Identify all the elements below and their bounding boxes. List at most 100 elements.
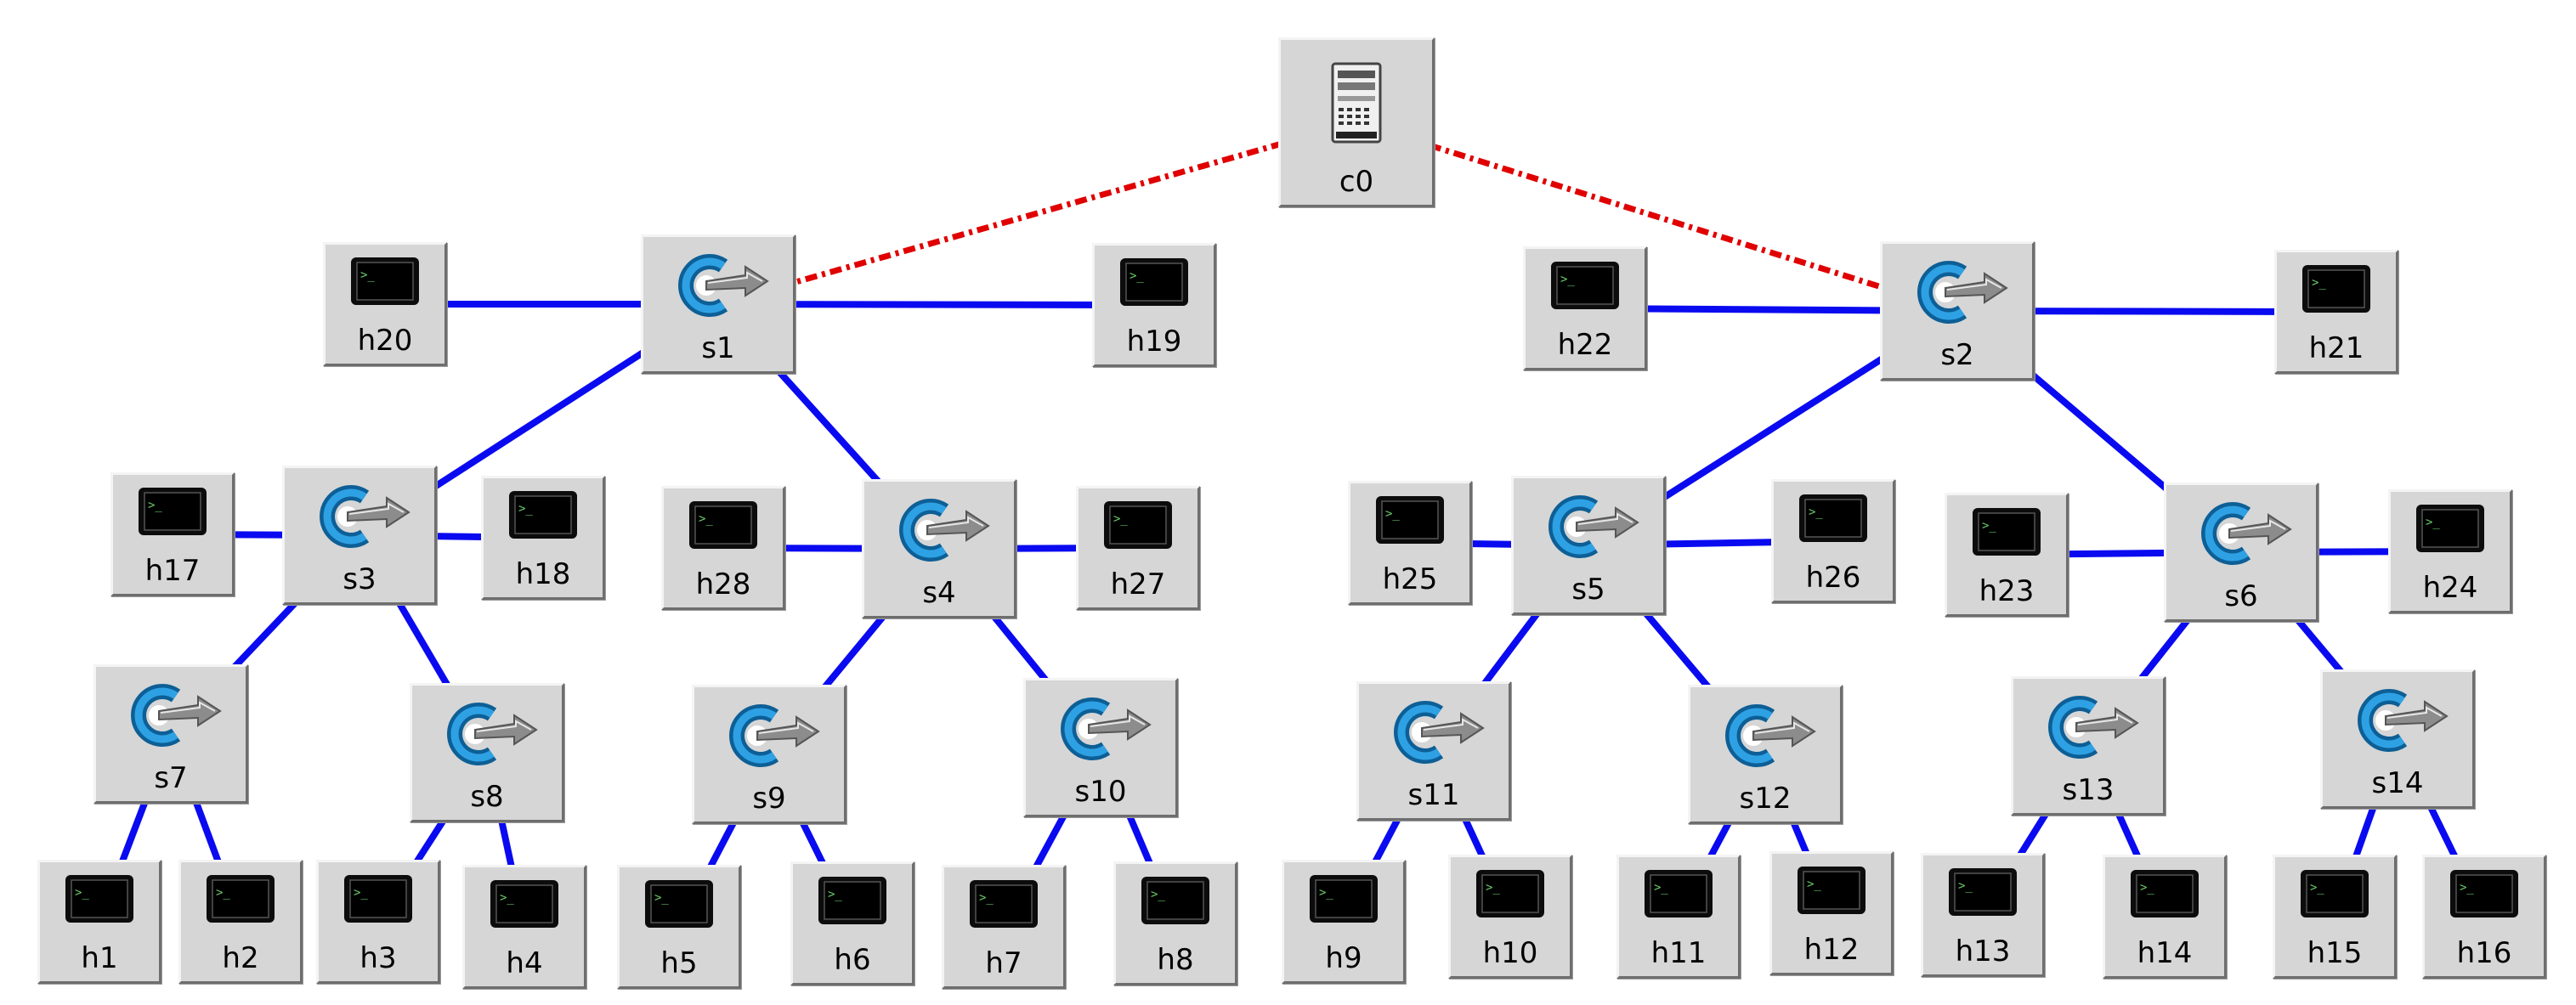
- node-label: h9: [1325, 941, 1362, 975]
- host-h15[interactable]: h15: [2273, 855, 2397, 979]
- host-h4[interactable]: h4: [462, 865, 586, 989]
- node-label: h27: [1110, 567, 1166, 601]
- openflow-switch-icon: [2347, 684, 2449, 757]
- node-label: h24: [2422, 571, 2478, 605]
- switch-s5[interactable]: s5: [1511, 476, 1666, 615]
- host-h3[interactable]: h3: [316, 860, 440, 984]
- node-label: s7: [154, 761, 188, 795]
- node-label: h28: [695, 567, 751, 601]
- node-label: h12: [1803, 933, 1860, 967]
- node-label: h18: [515, 557, 571, 591]
- switch-s12[interactable]: s12: [1688, 685, 1843, 824]
- switch-s13[interactable]: s13: [2011, 676, 2166, 816]
- terminal-icon: [1550, 261, 1620, 310]
- host-h11[interactable]: h11: [1616, 855, 1741, 979]
- server-icon: [1331, 62, 1382, 144]
- host-h8[interactable]: h8: [1113, 861, 1237, 985]
- switch-s1[interactable]: s1: [641, 234, 795, 374]
- host-h5[interactable]: h5: [617, 865, 741, 989]
- host-h17[interactable]: h17: [110, 472, 235, 596]
- host-h28[interactable]: h28: [661, 486, 785, 610]
- host-h22[interactable]: h22: [1523, 246, 1647, 370]
- terminal-icon: [818, 876, 887, 925]
- node-label: h20: [357, 324, 413, 358]
- terminal-icon: [688, 500, 758, 550]
- switch-s9[interactable]: s9: [692, 685, 846, 824]
- terminal-icon: [1798, 494, 1868, 543]
- terminal-icon: [2130, 869, 2200, 918]
- host-h18[interactable]: h18: [481, 476, 605, 600]
- openflow-switch-icon: [667, 249, 769, 322]
- openflow-switch-icon: [2190, 497, 2292, 570]
- host-h20[interactable]: h20: [323, 242, 447, 366]
- node-label: h21: [2308, 331, 2364, 365]
- node-label: c0: [1339, 165, 1374, 199]
- switch-s14[interactable]: s14: [2320, 669, 2475, 809]
- node-label: s8: [470, 780, 504, 814]
- node-label: h10: [1482, 936, 1538, 970]
- terminal-icon: [350, 257, 420, 306]
- switch-s10[interactable]: s10: [1023, 678, 1178, 817]
- host-h12[interactable]: h12: [1769, 851, 1894, 975]
- host-h24[interactable]: h24: [2388, 489, 2512, 613]
- controller-c0[interactable]: c0: [1278, 37, 1435, 207]
- switch-s4[interactable]: s4: [862, 479, 1016, 618]
- node-label: h14: [2137, 936, 2193, 970]
- node-label: h2: [222, 941, 259, 975]
- node-label: s1: [701, 331, 735, 365]
- terminal-icon: [1119, 257, 1189, 307]
- host-h19[interactable]: h19: [1092, 243, 1216, 367]
- node-label: s9: [752, 782, 786, 816]
- node-label: h3: [360, 941, 397, 975]
- host-h10[interactable]: h10: [1448, 855, 1572, 979]
- terminal-icon: [2301, 264, 2371, 313]
- host-h9[interactable]: h9: [1282, 860, 1406, 984]
- switch-s6[interactable]: s6: [2164, 483, 2318, 622]
- switch-s7[interactable]: s7: [93, 664, 248, 804]
- terminal-icon: [206, 874, 275, 923]
- host-h25[interactable]: h25: [1348, 481, 1472, 605]
- node-label: s14: [2371, 766, 2424, 800]
- host-h6[interactable]: h6: [790, 861, 914, 985]
- switch-s8[interactable]: s8: [410, 683, 564, 822]
- host-h13[interactable]: h13: [1921, 853, 2045, 977]
- node-label: h26: [1805, 561, 1861, 595]
- terminal-icon: [1475, 869, 1545, 918]
- switch-s11[interactable]: s11: [1356, 681, 1511, 821]
- node-label: s6: [2224, 579, 2258, 613]
- host-h2[interactable]: h2: [178, 860, 303, 984]
- terminal-icon: [1103, 500, 1173, 550]
- terminal-icon: [1644, 869, 1713, 918]
- terminal-icon: [1141, 876, 1210, 925]
- host-h7[interactable]: h7: [942, 865, 1066, 989]
- host-h23[interactable]: h23: [1945, 493, 2069, 617]
- host-h14[interactable]: h14: [2103, 855, 2227, 979]
- host-h21[interactable]: h21: [2274, 250, 2398, 374]
- openflow-switch-icon: [2037, 691, 2139, 764]
- openflow-switch-icon: [1714, 699, 1816, 772]
- terminal-icon: [343, 874, 413, 923]
- node-label: h8: [1157, 943, 1194, 977]
- node-label: h13: [1955, 934, 2011, 968]
- openflow-switch-icon: [120, 679, 222, 752]
- terminal-icon: [1797, 866, 1866, 915]
- host-h1[interactable]: h1: [37, 860, 161, 984]
- host-h26[interactable]: h26: [1771, 479, 1895, 603]
- node-label: h16: [2456, 936, 2512, 970]
- openflow-switch-icon: [718, 699, 820, 772]
- terminal-icon: [1948, 867, 2018, 917]
- switch-s3[interactable]: s3: [282, 466, 437, 605]
- control-link-c0-s2[interactable]: [1355, 119, 1959, 314]
- terminal-icon: [2449, 869, 2519, 918]
- terminal-icon: [2415, 504, 2485, 553]
- terminal-icon: [490, 879, 559, 929]
- terminal-icon: [644, 879, 714, 929]
- host-h27[interactable]: h27: [1076, 486, 1200, 610]
- openflow-switch-icon: [1906, 256, 2008, 329]
- node-label: h4: [506, 946, 543, 980]
- node-label: h1: [81, 941, 118, 975]
- node-label: h5: [660, 946, 698, 980]
- control-link-c0-s1[interactable]: [717, 119, 1357, 308]
- host-h16[interactable]: h16: [2422, 855, 2546, 979]
- switch-s2[interactable]: s2: [1880, 241, 2035, 381]
